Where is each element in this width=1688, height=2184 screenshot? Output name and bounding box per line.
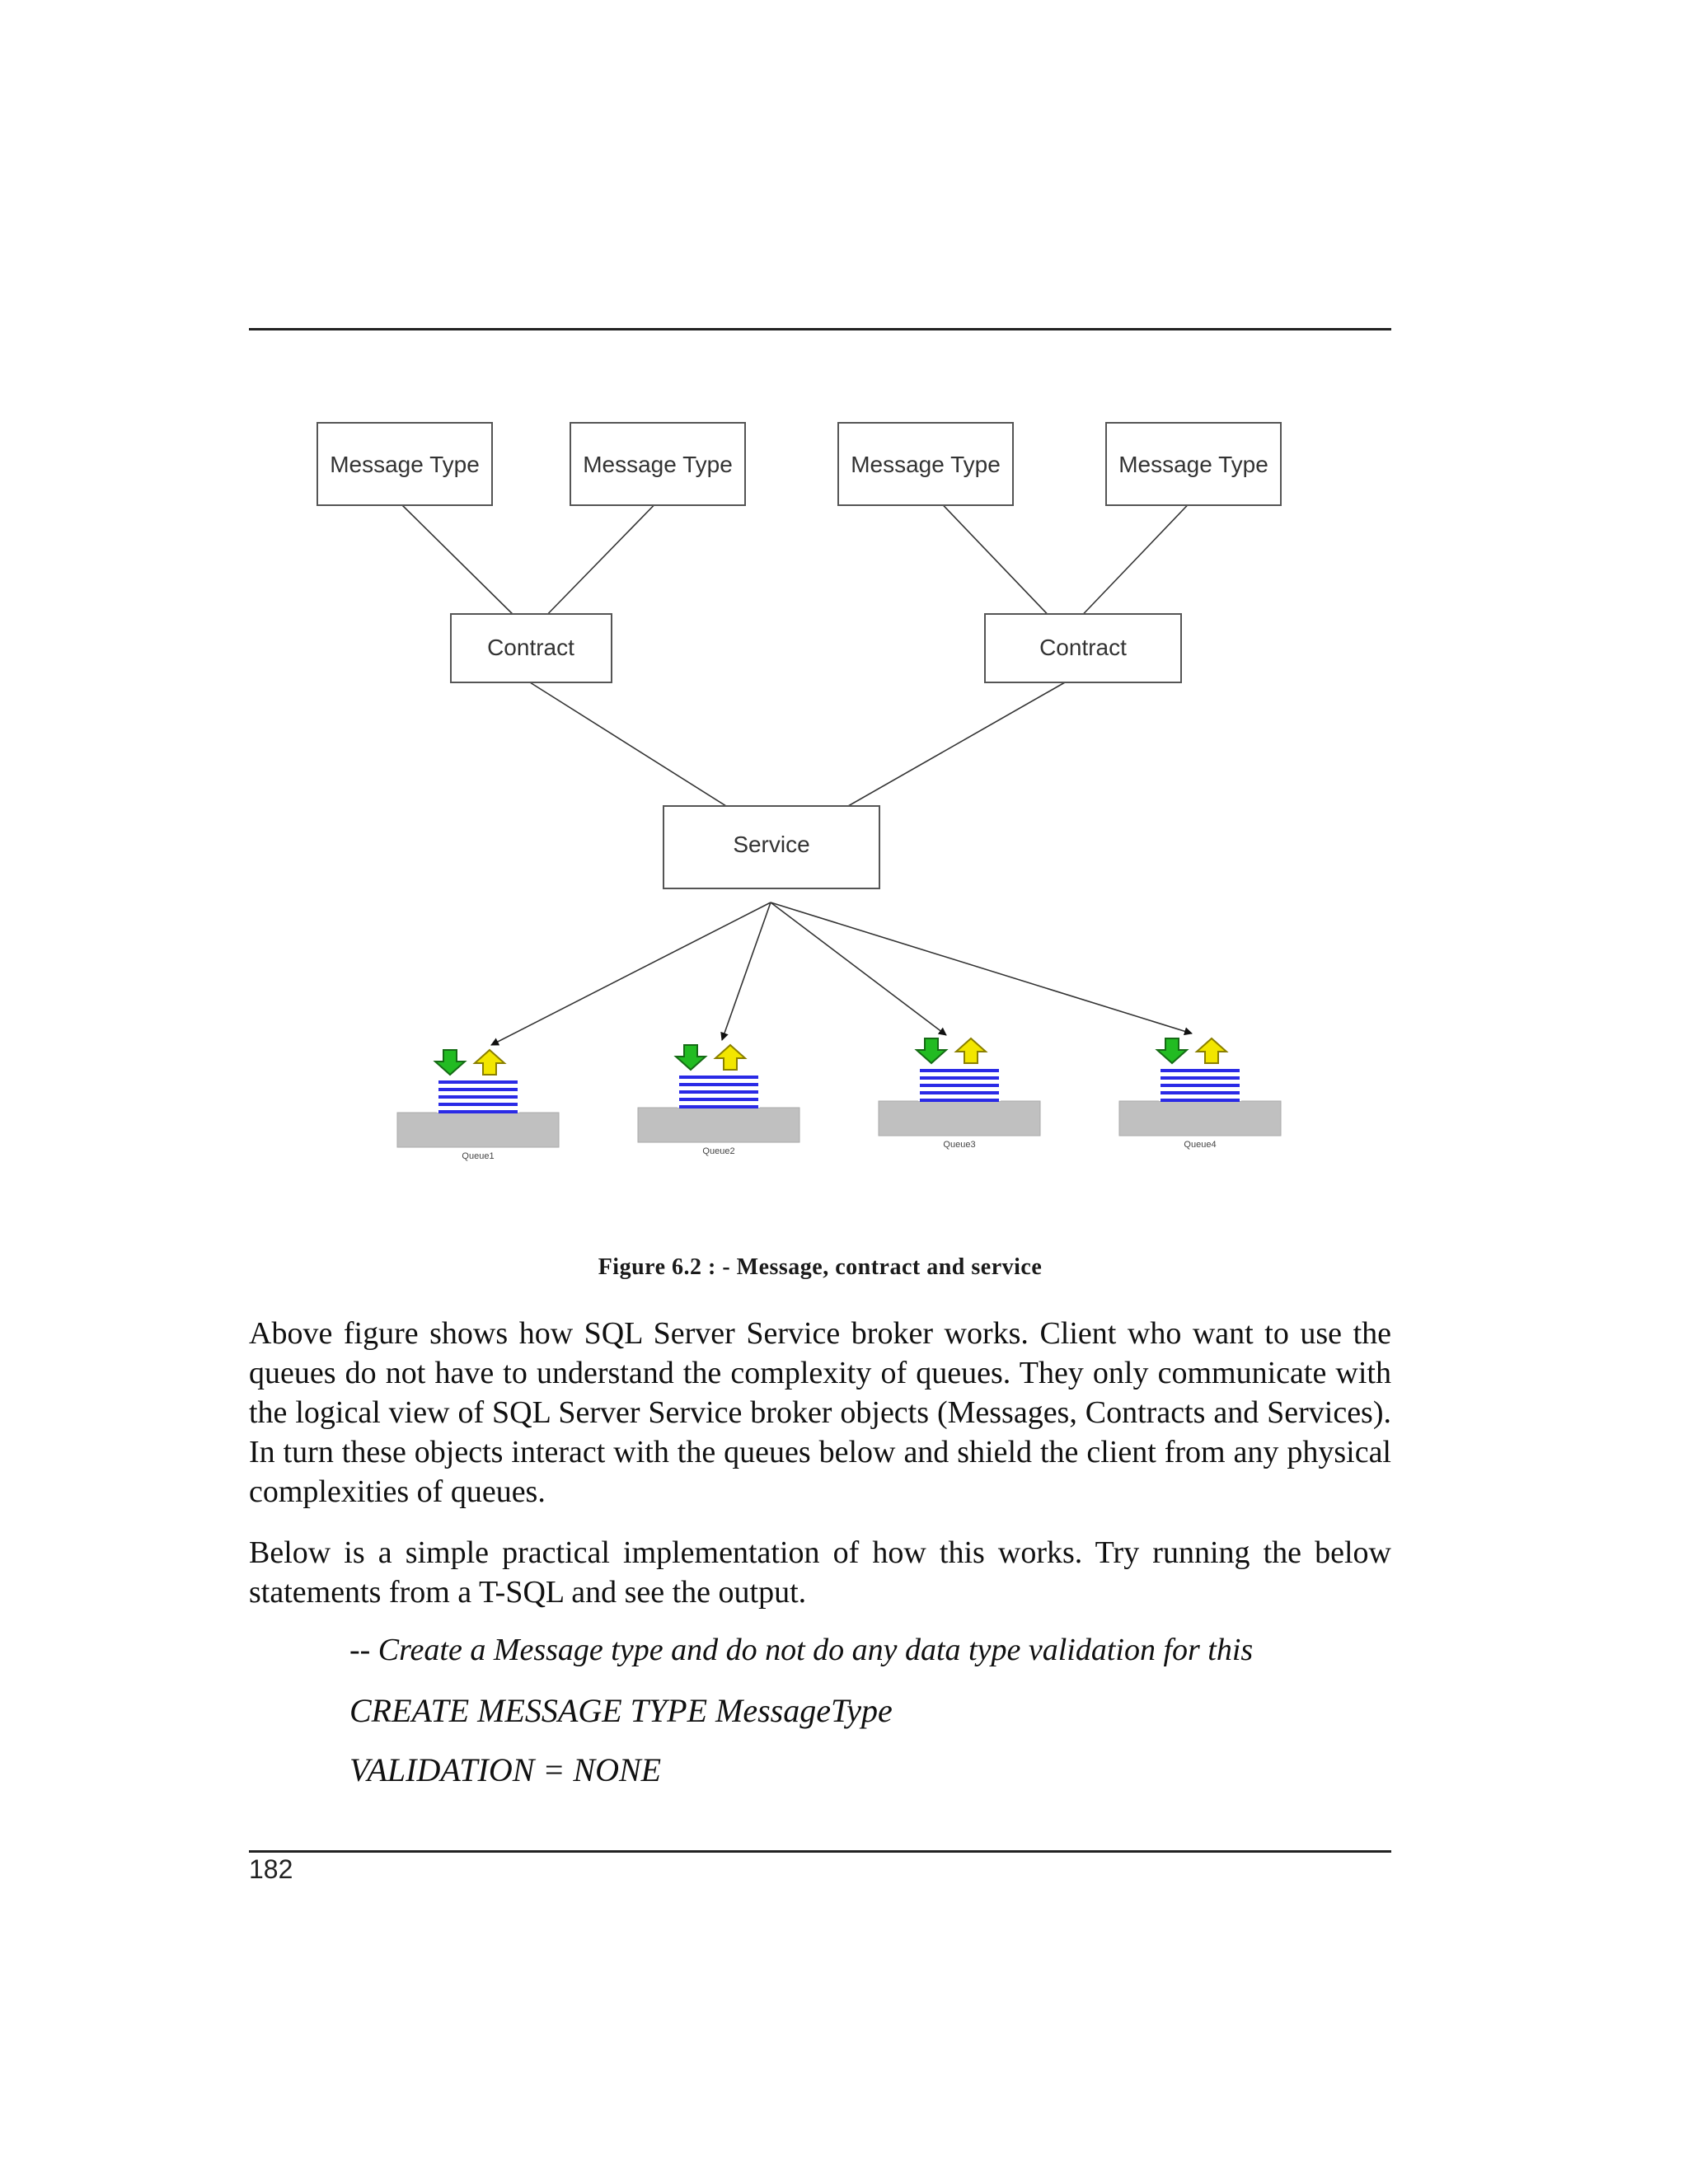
arrow-up-icon xyxy=(954,1037,988,1064)
queue-base xyxy=(1118,1100,1282,1137)
figure-caption: Figure 6.2 : - Message, contract and ser… xyxy=(598,1254,1043,1280)
arrow-up-icon xyxy=(1194,1037,1229,1064)
arrow-down-icon xyxy=(914,1038,949,1065)
queue-2: Queue2 xyxy=(637,1043,800,1156)
queue-base xyxy=(637,1107,800,1143)
message-type-box: Message Type xyxy=(570,422,746,506)
contract-box: Contract xyxy=(450,613,612,683)
message-type-label: Message Type xyxy=(330,452,480,477)
edge-mt2-contract1 xyxy=(537,492,667,626)
message-type-box: Message Type xyxy=(837,422,1014,506)
edge-service-queue2 xyxy=(720,902,771,1041)
arrow-down-icon xyxy=(673,1044,708,1071)
edge-service-queue4 xyxy=(770,902,1193,1036)
body-paragraph: Above figure shows how SQL Server Servic… xyxy=(249,1316,1391,1509)
message-type-label: Message Type xyxy=(851,452,1001,477)
queue-3: Queue3 xyxy=(878,1037,1041,1150)
queue-stack-icon xyxy=(1160,1069,1240,1102)
contract-label: Contract xyxy=(487,635,574,660)
queue-stack-icon xyxy=(679,1076,758,1108)
message-type-box: Message Type xyxy=(316,422,493,506)
queue-base xyxy=(396,1112,560,1148)
code-line: CREATE MESSAGE TYPE MessageType xyxy=(349,1692,893,1729)
arrow-up-icon xyxy=(713,1043,748,1071)
header-rule xyxy=(249,328,1391,330)
queue-base xyxy=(878,1100,1041,1137)
page-number: 182 xyxy=(249,1854,293,1884)
contract-box: Contract xyxy=(984,613,1182,683)
code-comment: -- Create a Message type and do not do a… xyxy=(349,1633,1254,1667)
edge-contract2-service xyxy=(830,682,1066,817)
queue-stack-icon xyxy=(438,1080,518,1113)
code-line: VALIDATION = NONE xyxy=(349,1751,662,1788)
message-type-label: Message Type xyxy=(1118,452,1268,477)
service-box: Service xyxy=(663,805,880,889)
broker-diagram: Message Type Message Type Message Type M… xyxy=(316,422,1282,1161)
edge-contract1-service xyxy=(529,682,743,817)
arrow-down-icon xyxy=(1155,1038,1189,1065)
queue-label: Queue2 xyxy=(702,1146,734,1156)
edge-mt3-contract2 xyxy=(931,492,1058,626)
queue-label: Queue3 xyxy=(943,1140,975,1150)
queue-1: Queue1 xyxy=(396,1048,560,1161)
queue-stack-icon xyxy=(920,1069,999,1102)
contract-label: Contract xyxy=(1039,635,1127,660)
edge-service-queue3 xyxy=(770,902,947,1036)
queue-label: Queue4 xyxy=(1184,1140,1216,1150)
footer-rule xyxy=(249,1850,1391,1853)
queue-label: Queue1 xyxy=(462,1151,494,1161)
queue-4: Queue4 xyxy=(1118,1037,1282,1150)
arrow-up-icon xyxy=(472,1048,507,1076)
connectors xyxy=(399,492,1200,1046)
message-type-label: Message Type xyxy=(583,452,733,477)
edge-mt1-contract1 xyxy=(399,502,524,626)
edge-service-queue1 xyxy=(490,902,771,1046)
body-paragraph: Below is a simple practical implementati… xyxy=(249,1535,1391,1610)
message-type-box: Message Type xyxy=(1105,422,1282,506)
service-label: Service xyxy=(733,832,809,857)
edge-mt4-contract2 xyxy=(1072,492,1200,626)
arrow-down-icon xyxy=(433,1049,467,1076)
